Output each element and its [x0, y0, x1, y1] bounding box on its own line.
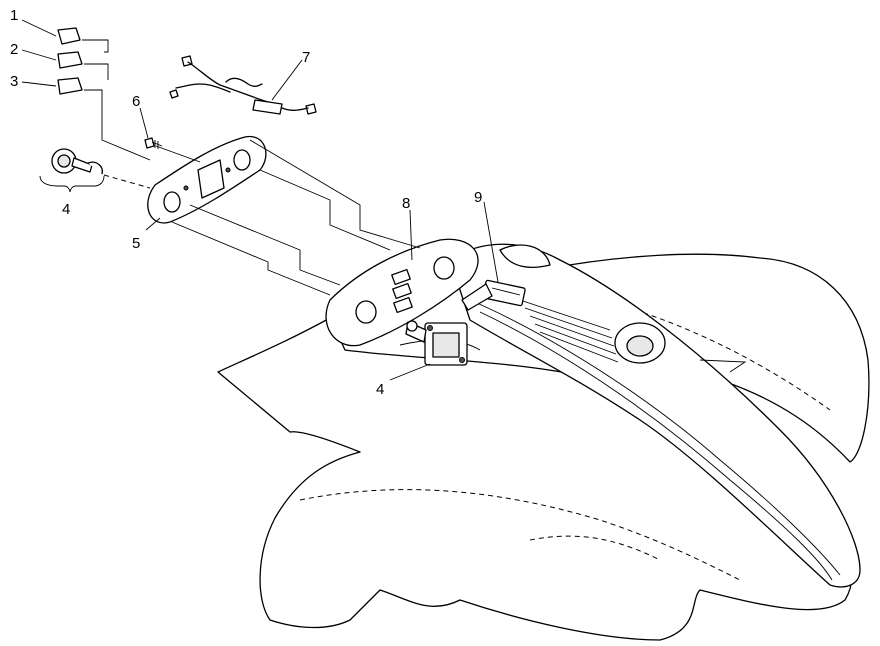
callout-2: 2: [10, 41, 18, 58]
callout-1: 1: [10, 7, 18, 24]
callout-8: 8: [402, 195, 410, 212]
callout-4-right: 4: [376, 381, 384, 398]
callout-7: 7: [302, 49, 310, 66]
group-bracket: [39, 175, 105, 193]
switch-caps: [57, 27, 83, 95]
callout-3: 3: [10, 73, 18, 90]
callout-9: 9: [474, 189, 482, 206]
wiring-harness: [169, 55, 317, 115]
harness-connector: [461, 279, 526, 311]
callout-4-left: 4: [62, 201, 70, 218]
ignition-key-switch: [51, 148, 151, 189]
ignition-switch-mounted: [405, 320, 468, 366]
switch-plate-mounted: [325, 238, 479, 347]
screw: [144, 137, 163, 149]
callout-leaders: [21, 19, 499, 381]
switch-plate-loose: [147, 136, 267, 224]
assembly-lines: [82, 39, 421, 296]
callout-6: 6: [132, 93, 140, 110]
callout-5: 5: [132, 235, 140, 252]
rear-fender: [217, 243, 870, 641]
